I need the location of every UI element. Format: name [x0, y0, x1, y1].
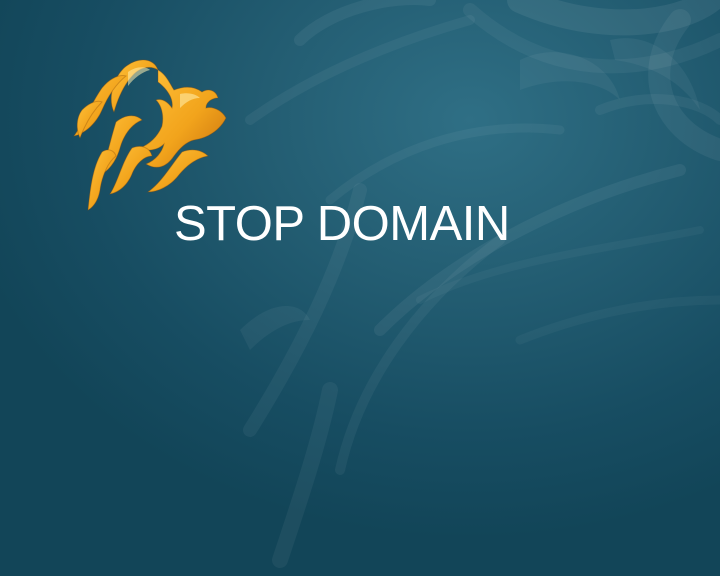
slide-title: STOP DOMAIN [174, 197, 510, 251]
flame-bird-icon [72, 59, 227, 211]
